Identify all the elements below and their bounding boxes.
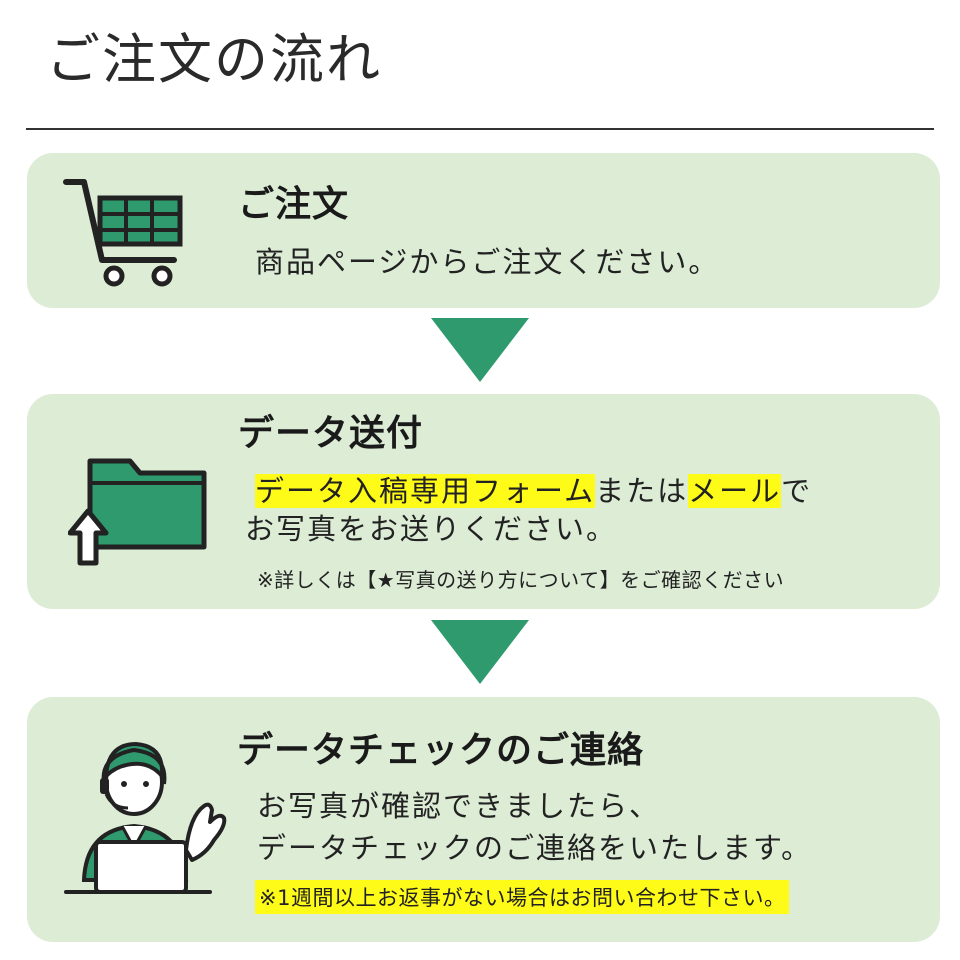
operator-headset-icon (64, 741, 227, 894)
step-note-data-send: ※詳しくは【★写真の送り方について】をご確認ください (257, 568, 785, 592)
step-body-data-check-line2: データチェックのご連絡をいたします。 (257, 831, 813, 865)
step-title-data-send: データ送付 (238, 413, 424, 454)
folder-upload-icon (68, 458, 207, 566)
down-arrow-icon (431, 318, 529, 382)
down-arrow-icon (431, 620, 529, 684)
step-body-order: 商品ページからご注文ください。 (255, 245, 720, 279)
title-divider (26, 128, 934, 130)
step-title-data-check: データチェックのご連絡 (237, 730, 645, 771)
step-note-data-check: ※1週間以上お返事がない場合はお問い合わせ下さい。 (255, 880, 790, 914)
step-card-data-check: データチェックのご連絡 お写真が確認できましたら、 データチェックのご連絡をいた… (27, 697, 940, 942)
page-title: ご注文の流れ (46, 28, 382, 91)
upload-form-highlight: データ入稿専用フォーム (255, 474, 596, 508)
step-body-data-send-line2: お写真をお送りください。 (245, 512, 618, 546)
step-body-data-check-line1: お写真が確認できましたら、 (257, 789, 661, 823)
step-title-order: ご注文 (238, 184, 350, 225)
shopping-cart-icon (63, 179, 183, 287)
step-body-data-send-line1: データ入稿専用フォームまたはメールで (255, 474, 813, 508)
email-highlight: メール (688, 474, 782, 508)
